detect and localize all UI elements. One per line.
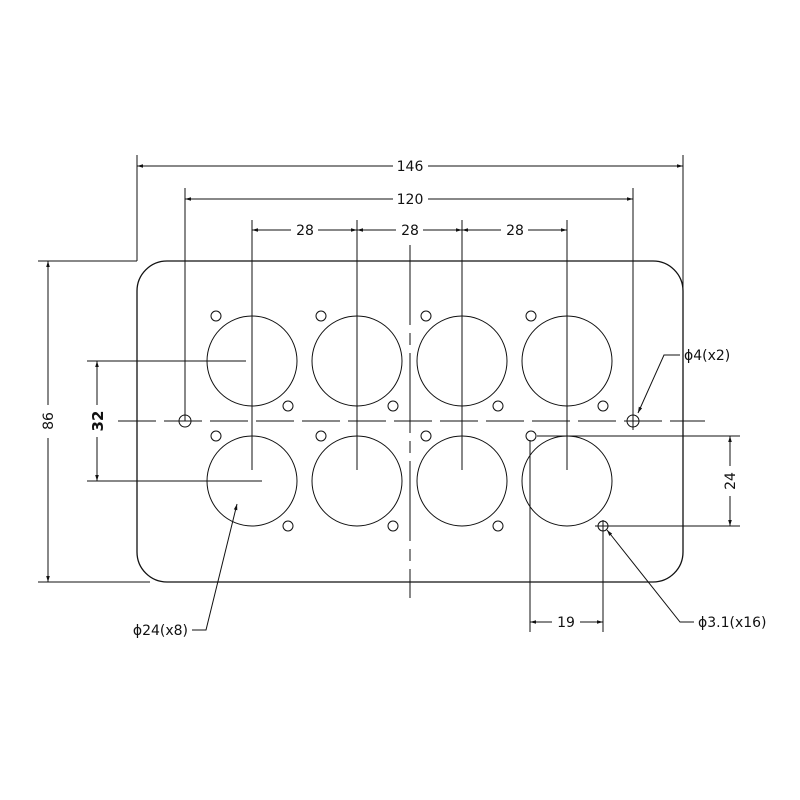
screw-hole xyxy=(525,430,537,442)
screw-hole xyxy=(315,430,327,442)
screw-hole xyxy=(597,400,609,412)
dim-pitch-3: 28 xyxy=(506,223,524,239)
screw-hole xyxy=(525,310,537,322)
screw-hole xyxy=(210,430,222,442)
callout-connector-hole: ϕ24(x8) xyxy=(133,623,188,639)
dim-pitch-2: 28 xyxy=(401,223,419,239)
dim-screw-vertical: 24 xyxy=(723,472,739,490)
dim-row-spacing: 32 xyxy=(89,411,107,432)
screw-hole xyxy=(387,520,399,532)
dim-screw-horizontal: 19 xyxy=(557,615,575,631)
screw-hole xyxy=(282,520,294,532)
extension-lines xyxy=(38,155,740,632)
dim-overall-width: 146 xyxy=(397,159,424,175)
screw-hole xyxy=(420,430,432,442)
callout-mount-hole: ϕ4(x2) xyxy=(684,348,730,364)
screw-hole xyxy=(492,520,504,532)
screw-hole xyxy=(210,310,222,322)
screw-hole xyxy=(492,400,504,412)
screw-hole xyxy=(387,400,399,412)
dim-pitch-1: 28 xyxy=(296,223,314,239)
dim-overall-height: 86 xyxy=(41,412,57,430)
callout-screw-hole: ϕ3.1(x16) xyxy=(698,615,767,631)
screw-hole xyxy=(282,400,294,412)
dim-mount-spacing: 120 xyxy=(397,192,424,208)
screw-hole xyxy=(420,310,432,322)
screw-hole xyxy=(315,310,327,322)
